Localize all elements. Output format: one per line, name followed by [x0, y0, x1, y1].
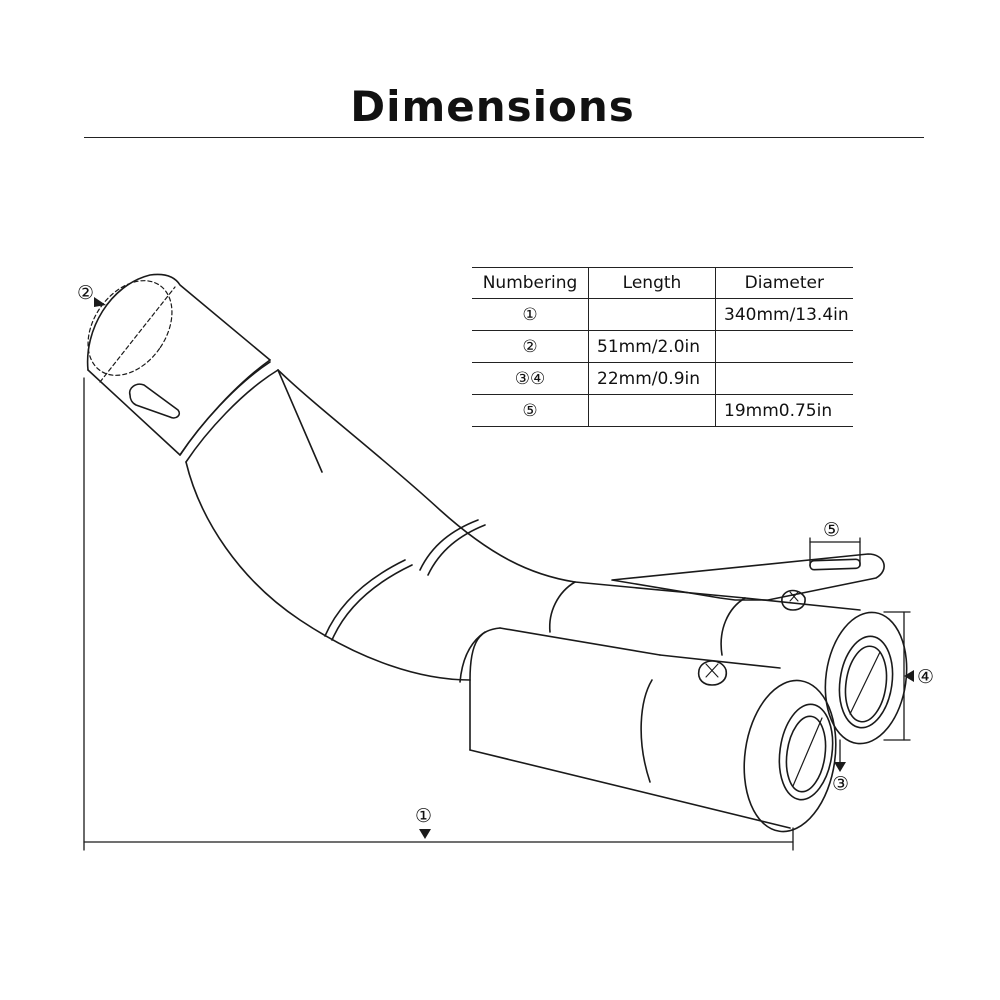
callout-three: ③	[832, 773, 849, 795]
column-header-diameter: Diameter	[714, 267, 853, 299]
arrow-marker-two	[94, 297, 106, 307]
length-cell	[588, 394, 716, 427]
callout-one: ①	[415, 805, 432, 827]
column-header-numbering: Numbering	[472, 267, 589, 299]
mounting-bracket	[611, 553, 885, 611]
arrow-marker-three	[834, 762, 846, 772]
page-title: Dimensions	[350, 82, 635, 131]
length-cell: 51mm/2.0in	[588, 330, 716, 363]
title-divider	[84, 137, 924, 138]
length-cell	[588, 298, 716, 331]
dimension-line-overall-length	[83, 377, 794, 851]
inlet-sleeve	[86, 273, 271, 456]
column-header-length: Length	[588, 267, 716, 299]
length-value: 51mm/2.0in	[597, 336, 701, 357]
numbering-cell: ①	[472, 298, 589, 331]
diameter-cell: 19mm0.75in	[714, 394, 853, 427]
dimension-line-bracket-slot	[809, 537, 861, 567]
bent-tube-body	[185, 369, 576, 681]
dimensions-table: Numbering Length Diameter ① 340mm/13.4in…	[472, 267, 853, 427]
table-row: ⑤ 19mm0.75in	[472, 394, 853, 427]
table-row: ② 51mm/2.0in	[472, 330, 853, 363]
diameter-value: 340mm/13.4in	[724, 304, 849, 325]
table-row: ③④ 22mm/0.9in	[472, 362, 853, 395]
callout-two: ②	[77, 282, 94, 304]
lower-silencer-can	[459, 627, 837, 833]
length-value: 22mm/0.9in	[597, 368, 701, 389]
callout-five: ⑤	[823, 519, 840, 541]
diameter-cell: 340mm/13.4in	[714, 298, 853, 331]
arrow-marker-one	[419, 829, 431, 839]
numbering-cell: ②	[472, 330, 589, 363]
diameter-cell	[714, 362, 853, 395]
table-row: ① 340mm/13.4in	[472, 298, 853, 331]
arrow-marker-four	[904, 670, 914, 682]
diameter-cell	[714, 330, 853, 363]
callout-four: ④	[917, 666, 934, 688]
numbering-cell: ③④	[472, 362, 589, 395]
table-header-row: Numbering Length Diameter	[472, 267, 853, 299]
length-cell: 22mm/0.9in	[588, 362, 716, 395]
clamp-band	[179, 361, 323, 473]
numbering-cell: ⑤	[472, 394, 589, 427]
upper-silencer-can	[549, 581, 908, 745]
diameter-value: 19mm0.75in	[724, 400, 833, 421]
